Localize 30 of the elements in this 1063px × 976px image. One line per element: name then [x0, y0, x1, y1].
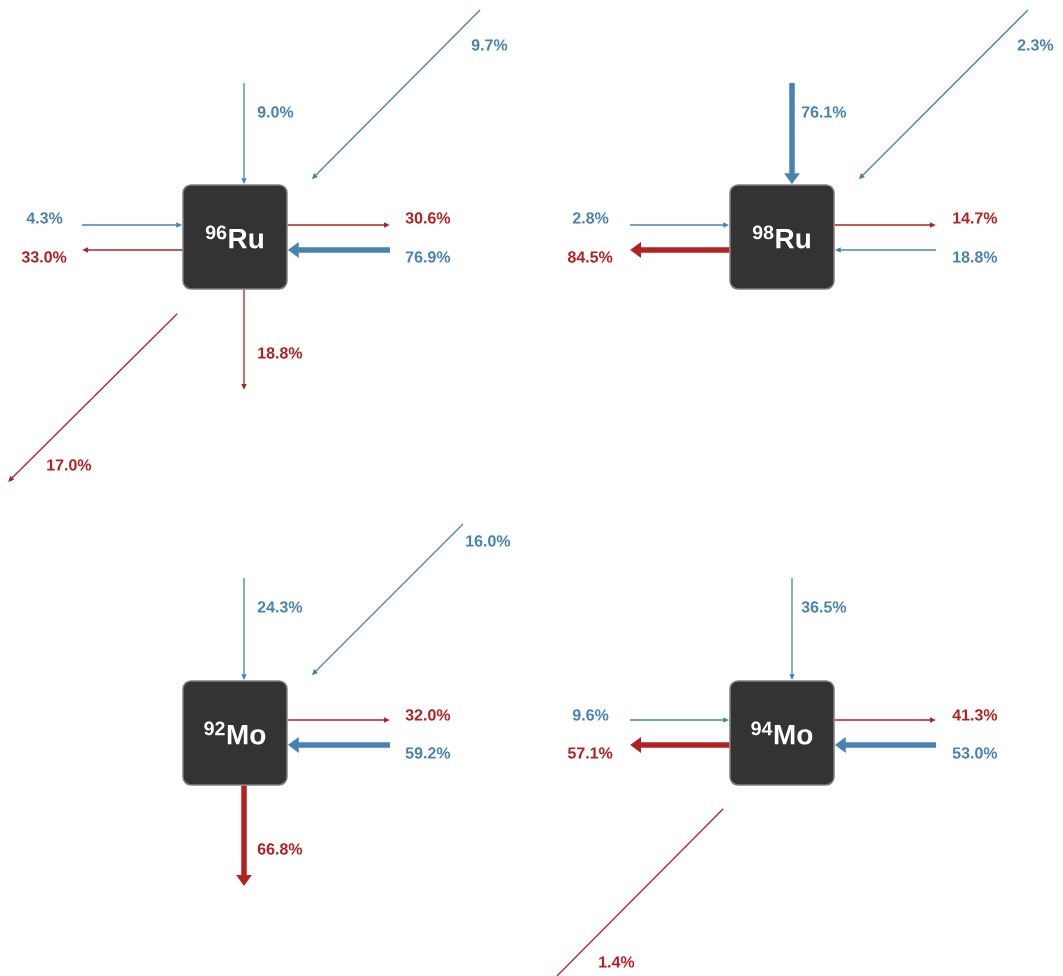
- isotope-box: $^{98}$Ru: [729, 184, 835, 290]
- edge-label: 1.4%: [597, 955, 636, 969]
- edge-label: 9.0%: [256, 105, 295, 119]
- edge-label: 76.1%: [800, 105, 848, 119]
- edge-label: 17.0%: [45, 458, 93, 472]
- edge-label: 53.0%: [951, 746, 999, 760]
- edge-label: 9.6%: [571, 708, 610, 722]
- edge-label: 24.3%: [256, 600, 304, 614]
- arrow: [8, 313, 178, 482]
- edge-label: 18.8%: [256, 346, 304, 360]
- edge-label: 30.6%: [404, 211, 452, 225]
- edge-label: 2.3%: [1016, 38, 1055, 52]
- edge-label: 84.5%: [566, 250, 614, 264]
- edge-label: 14.7%: [951, 211, 999, 225]
- edge-label: 59.2%: [404, 746, 452, 760]
- edge-label: 16.0%: [464, 534, 512, 548]
- edge-label: 41.3%: [951, 708, 999, 722]
- edge-label: 33.0%: [20, 250, 68, 264]
- edge-label: 2.8%: [571, 211, 610, 225]
- edge-label: 66.8%: [256, 842, 304, 856]
- isotope-box: $^{94}$Mo: [729, 680, 835, 786]
- edge-label: 32.0%: [404, 708, 452, 722]
- edge-label: 57.1%: [566, 746, 614, 760]
- isotope-box: $^{96}$Ru: [182, 184, 288, 290]
- edge-label: 9.7%: [470, 38, 509, 52]
- edge-label: 76.9%: [404, 250, 452, 264]
- edge-label: 18.8%: [951, 250, 999, 264]
- edge-label: 4.3%: [25, 211, 64, 225]
- edge-label: 36.5%: [800, 600, 848, 614]
- isotope-box: $^{92}$Mo: [182, 680, 288, 786]
